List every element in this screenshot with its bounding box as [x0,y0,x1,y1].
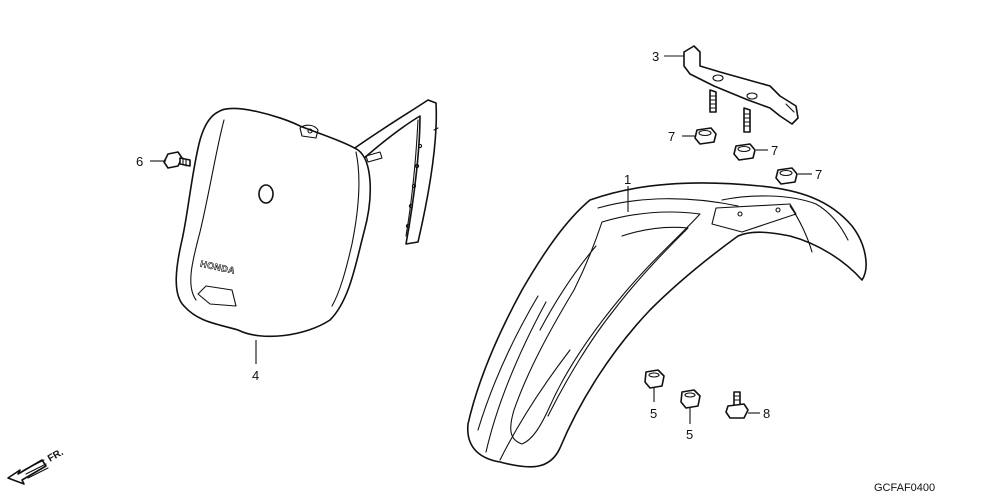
nut-left-part [644,369,665,389]
callout-5a: 5 [650,406,657,421]
grommet-b-part [733,143,756,161]
front-direction-arrow-icon [7,459,49,485]
callout-7c: 7 [815,167,822,182]
front-fender-part [467,182,867,468]
callout-3: 3 [652,49,659,64]
callout-8: 8 [763,406,770,421]
number-plate-part: HONDA [175,99,439,338]
grommet-c-part [775,167,798,185]
grommet-a-part [694,127,717,145]
bracket-part [683,45,799,133]
callout-7a: 7 [668,129,675,144]
callout-5b: 5 [686,427,693,442]
callout-6: 6 [136,154,143,169]
bolt-left-part [163,151,191,169]
bolt-right-part [725,391,749,419]
nut-right-part [680,389,701,409]
callout-4: 4 [252,368,259,383]
direction-label: FR. [46,447,66,465]
leader-lines [150,55,812,424]
callout-1: 1 [624,172,631,187]
drawing-code: GCFAF0400 [874,482,935,494]
callout-7b: 7 [771,143,778,158]
